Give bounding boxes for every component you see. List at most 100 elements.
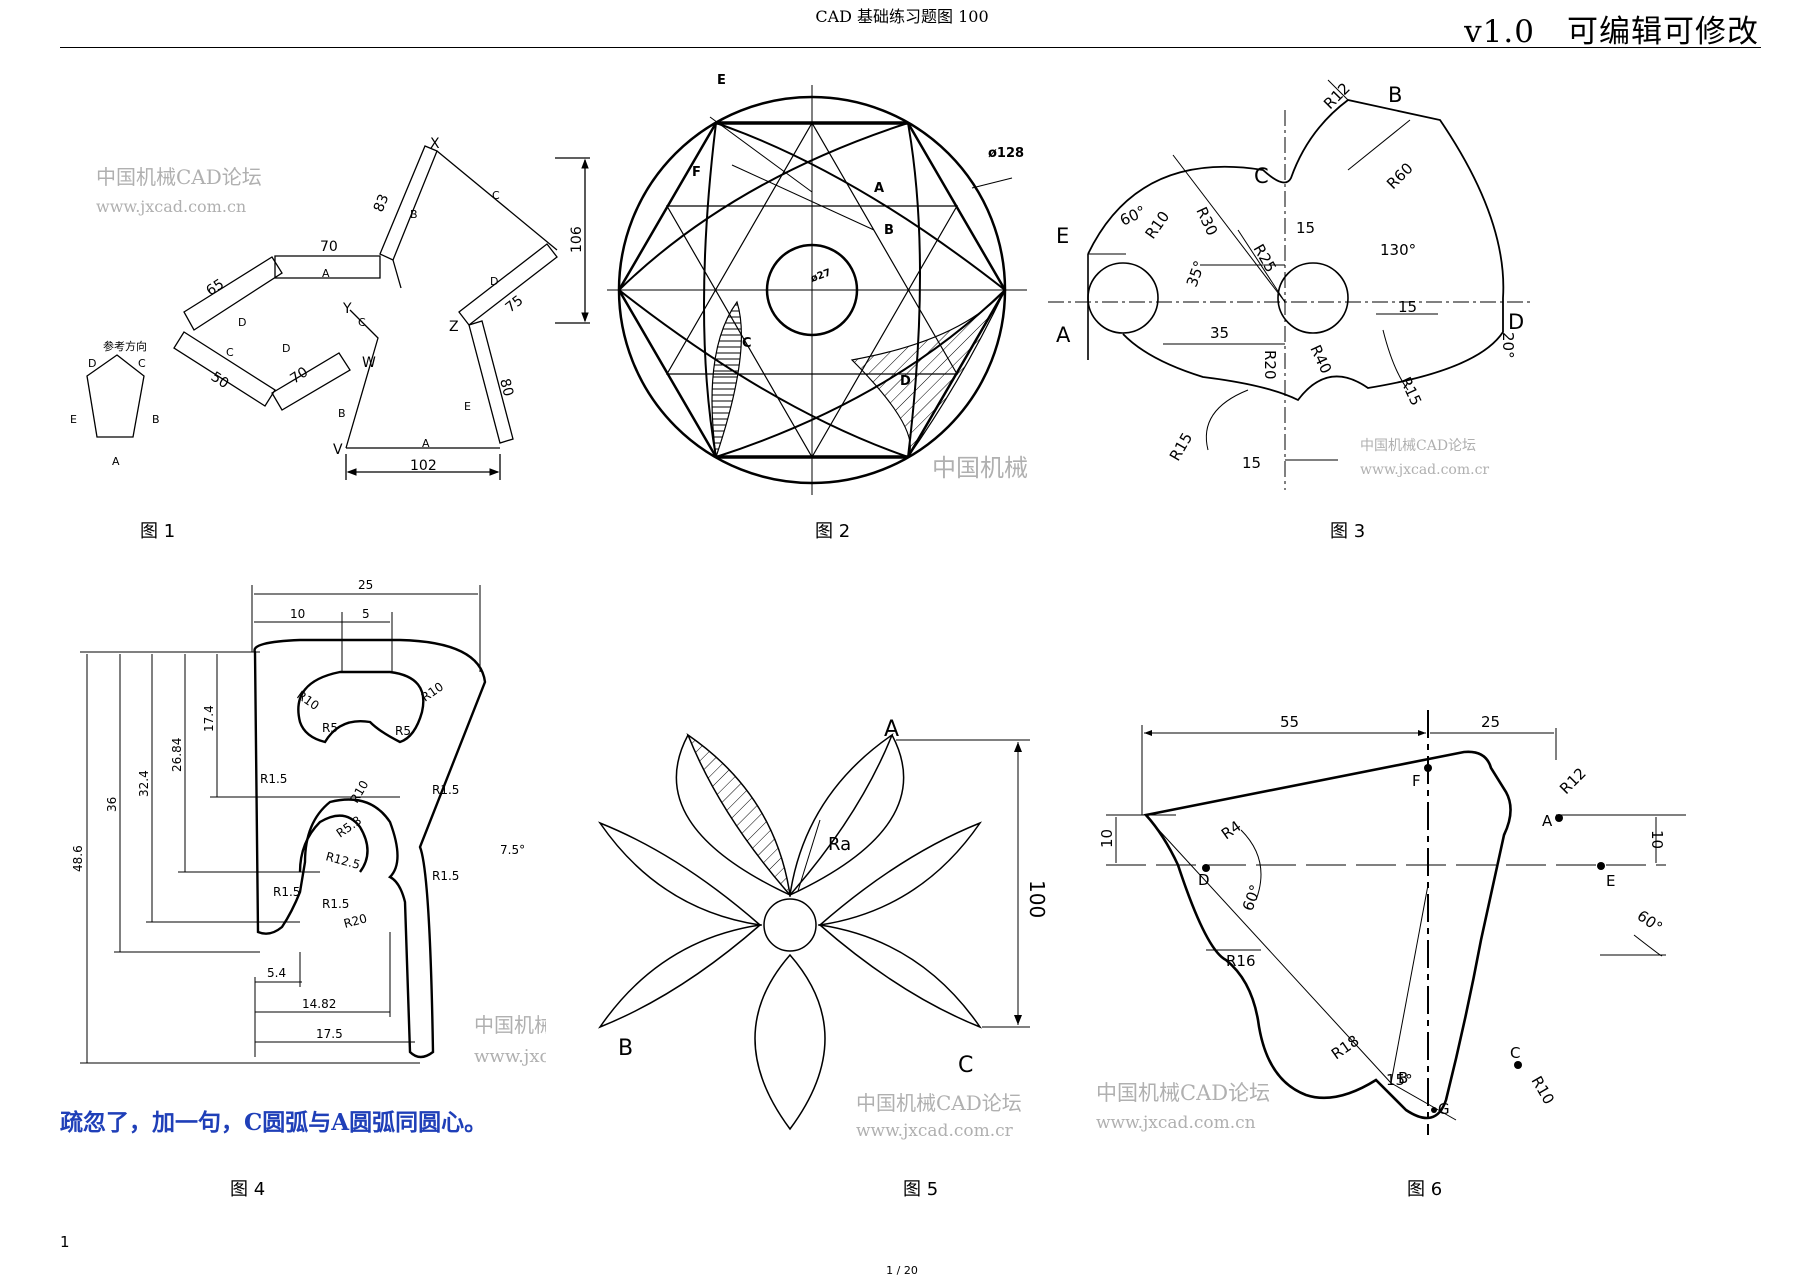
fig6-r4: R4 [1218,817,1245,843]
fig1-dim-80: 80 [496,377,516,398]
fig6-a15: 15° [1386,1071,1413,1089]
fig2-lbl-D: D [900,374,911,389]
fig4-r1_5e: R1.5 [322,897,349,911]
fig6-watermark-url: www.jxcad.com.cn [1096,1113,1256,1133]
fig6-lbl-E: E [1606,872,1615,890]
fig6-r18: R18 [1328,1032,1363,1064]
fig4-r10c: R10 [347,778,371,805]
fig4-dim-5_4: 5.4 [267,966,286,980]
fig3-watermark-url: www.jxcad.com.cr [1360,462,1489,478]
fig3-dim-r20: R20 [1261,350,1279,380]
fig4-r1_5a: R1.5 [260,772,287,786]
fig6-lbl-A: A [1542,812,1553,830]
header-center-title: CAD 基础练习题图 100 [815,7,989,26]
fig1-pent-C: C [138,357,146,370]
fig4-note: 疏忽了，加一句，C圆弧与A圆弧同圆心。 [60,1109,488,1136]
fig3-dim-15b: 15 [1398,298,1417,316]
fig2-lbl-F: F [692,165,701,180]
fig3-lbl-D: D [1508,310,1524,334]
fig4-dim-17_5: 17.5 [316,1027,343,1041]
fig3-watermark: 中国机械CAD论坛 [1360,438,1476,454]
fig5-watermark-url: www.jxcad.com.cr [856,1121,1014,1140]
fig3-dim-r10: R10 [1142,208,1174,243]
fig4-r1_5b: R1.5 [432,783,459,797]
fig1-dim-102: 102 [410,458,437,474]
fig1-lbl-A1: A [322,267,330,280]
fig1-dim-106: 106 [569,226,585,253]
fig3-dim-a20: 20° [1499,332,1517,359]
fig1-pt-X: X [430,136,440,152]
fig4-dim-26_84: 26.84 [170,738,184,772]
figure-2: 中国机械 E F A B C D ø128 ø27 [602,70,1048,495]
fig1-dim-65: 65 [203,276,227,299]
fig1-lbl-B1: B [410,208,418,221]
fig1-pent-D: D [88,357,96,370]
fig2-inner: ø27 [809,267,832,284]
fig4-dim-32_4: 32.4 [137,770,151,797]
fig1-pt-Z: Z [449,319,459,335]
fig5-dim-100: 100 [1025,880,1049,918]
fig2-lbl-C: C [742,336,752,351]
fig2-watermark: 中国机械 [932,454,1028,482]
fig1-lbl-D2: D [282,342,290,355]
fig4-watermark-url: www.jxcad.com.cr [474,1046,546,1067]
fig1-lbl-C2: C [492,189,500,202]
fig6-dim-10b: 10 [1648,830,1666,849]
fig1-pt-W: W [362,355,376,371]
watermark-forum: 中国机械CAD论坛 [96,165,262,189]
fig4-r5b: R5 [395,724,411,738]
fig4-r1_5d: R1.5 [273,885,300,899]
page-number: 1 [60,1233,70,1251]
fig1-pt-V: V [333,442,343,458]
fig3-lbl-B: B [1388,83,1402,107]
fig1-dim-70: 70 [320,239,338,255]
fig3-dim-a130: 130° [1380,241,1416,259]
fig6-lbl-G: G [1438,1100,1450,1118]
fig1-pent-E: E [70,413,77,426]
fig5-lbl-Ra: Ra [828,834,851,855]
fig6-watermark: 中国机械CAD论坛 [1096,1081,1270,1105]
figure-3-caption: 图 3 [1330,521,1366,542]
fig4-r5a: R5 [322,721,338,735]
fig2-lbl-B: B [884,223,894,238]
fig6-dim-10a: 10 [1098,829,1116,848]
fig3-lbl-E: E [1056,224,1069,248]
figure-1-caption: 图 1 [140,521,176,542]
fig4-r1_5c: R1.5 [432,869,459,883]
fig6-r16: R16 [1226,952,1256,970]
fig6-dim-25: 25 [1481,713,1500,731]
fig1-pent-B: B [152,413,160,426]
fig3-dim-35: 35 [1210,324,1229,342]
fig3-lbl-A: A [1056,323,1071,347]
fig1-lbl-C3: C [358,316,366,329]
figure-1: 中国机械CAD论坛 www.jxcad.com.cn 参考方向 D C E B … [60,120,602,494]
figure-5-caption: 图 5 [903,1179,939,1200]
fig4-r20: R20 [342,911,368,931]
fig1-pent-A: A [112,455,120,468]
fig2-diameter: ø128 [988,146,1024,161]
fig6-lbl-F: F [1412,772,1421,790]
fig3-dim-r60: R60 [1383,159,1417,193]
fig6-lbl-D: D [1198,871,1210,889]
fig1-lbl-E: E [464,400,471,413]
header-right-title: v1.0 可编辑可修改 [1464,14,1759,50]
fig3-dim-15c: 15 [1242,454,1261,472]
fig6-lbl-C: C [1510,1044,1520,1062]
fig1-dim-83: 83 [371,192,393,215]
figure-4-caption: 图 4 [230,1179,266,1200]
fig4-a7_5: 7.5° [500,843,525,857]
fig6-r10: R10 [1528,1073,1558,1108]
fig1-lbl-D3: D [490,275,498,288]
fig4-dim-17_4: 17.4 [202,705,216,732]
fig4-dim-14_82: 14.82 [302,997,336,1011]
fig4-dim-10: 10 [290,607,305,621]
fig4-dim-36: 36 [105,797,119,812]
fig4-r12_5: R12.5 [324,849,361,872]
fig3-dim-r30: R30 [1192,204,1221,238]
fig2-lbl-A: A [874,181,884,196]
fig5-lbl-C: C [958,1053,973,1078]
fig3-dim-15a: 15 [1296,219,1315,237]
fig3-dim-r15b: R15 [1396,374,1425,408]
figure-6-caption: 图 6 [1407,1179,1443,1200]
fig1-lbl-A2: A [422,437,430,450]
